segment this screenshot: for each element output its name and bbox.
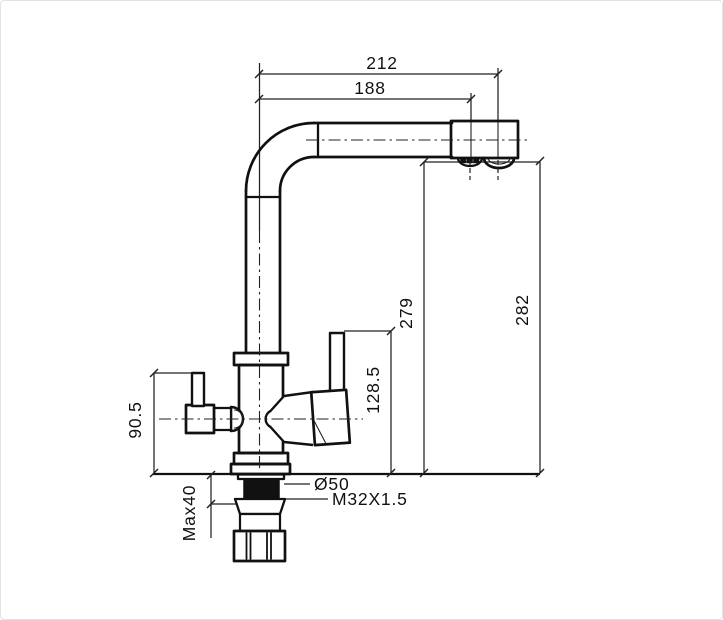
dome-outlet — [482, 156, 516, 170]
threaded-shank — [243, 478, 280, 500]
shank-flare — [233, 497, 287, 516]
label-spout-reach-outer: 212 — [366, 53, 398, 73]
dome-outlet-inner — [487, 157, 511, 165]
label-left-handle-height: 90.5 — [125, 401, 145, 438]
spout-end-block — [449, 119, 520, 160]
spout-inner-bend — [278, 155, 316, 193]
right-handle-body — [309, 388, 352, 447]
right-handle-edge-line — [313, 420, 327, 444]
label-max-deck-thickness: Max40 — [179, 485, 199, 542]
body-top-flange — [232, 351, 290, 367]
spout-outer-bend — [244, 121, 316, 193]
dimension-labels: 212 188 279 282 128.5 90.5 Max40 Ø50 M32… — [125, 53, 532, 541]
aerator-outlet — [456, 156, 484, 168]
dimension-lines — [153, 63, 541, 538]
right-handle-lever — [328, 331, 346, 395]
left-handle-lever — [190, 371, 206, 408]
base-plate — [229, 462, 292, 476]
aerator-bump — [460, 157, 467, 164]
body-bottom-flange — [232, 451, 290, 466]
centerlines — [159, 139, 528, 472]
label-height-to-outlet: 282 — [512, 294, 532, 326]
aerator-bump — [473, 157, 480, 164]
faucet-outline — [153, 119, 540, 563]
label-base-diameter: Ø50 — [314, 474, 349, 494]
mounting-nut — [232, 529, 287, 563]
label-height-to-spout: 279 — [396, 297, 416, 329]
label-thread: M32X1.5 — [332, 489, 408, 509]
dimension-ticks — [149, 69, 545, 509]
label-spout-reach-inner: 188 — [354, 78, 386, 98]
right-handle-body-group — [309, 388, 352, 447]
shank-collar — [238, 512, 282, 533]
label-handle-height: 128.5 — [363, 366, 383, 414]
